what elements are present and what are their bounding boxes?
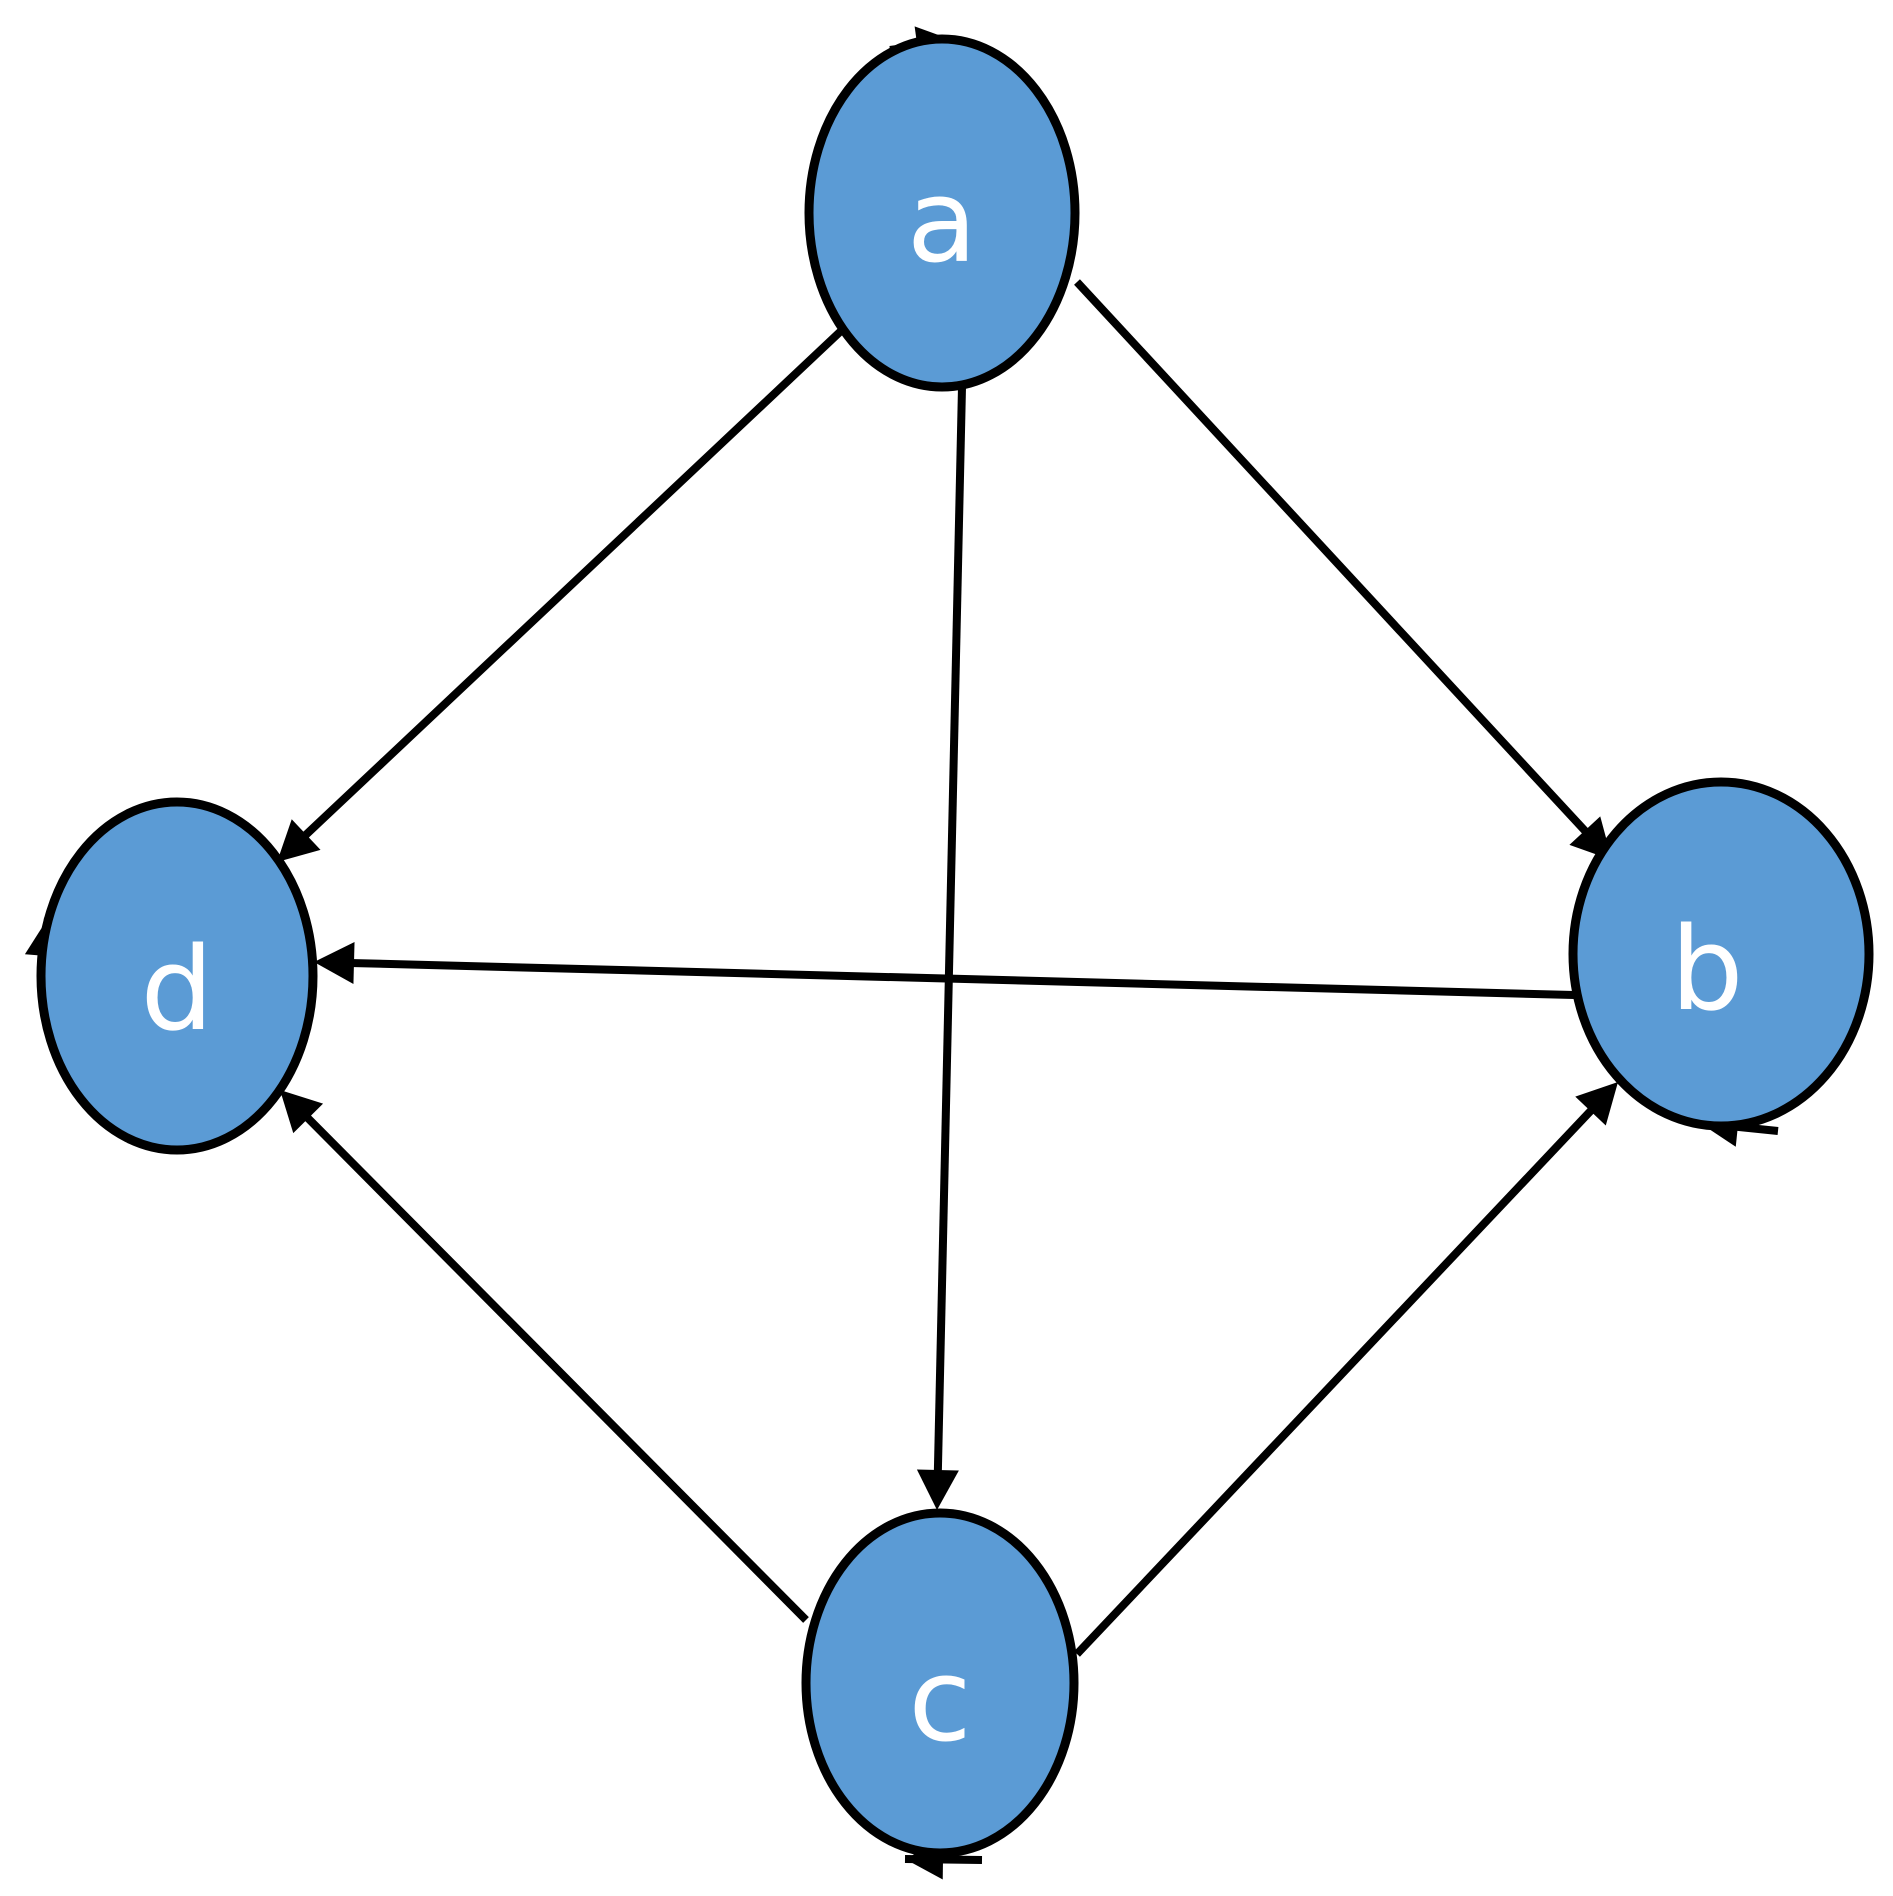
- node-d-shape: [36, 797, 318, 1155]
- node-c: c: [801, 1508, 1079, 1858]
- node-b-shape: [1568, 777, 1874, 1131]
- edge-b-d: [314, 942, 1575, 999]
- edge-c-d: [280, 1090, 809, 1623]
- edge-c-d-arrowhead: [280, 1090, 324, 1134]
- node-c-label: c: [908, 1634, 971, 1768]
- node-layer: a b c d: [36, 34, 1874, 1858]
- edge-layer: [24, 26, 1779, 1880]
- edge-a-d-arrowhead: [277, 819, 321, 862]
- edge-a-c-arrowhead: [916, 1469, 959, 1510]
- node-a: a: [804, 34, 1080, 392]
- node-b-label: b: [1671, 903, 1744, 1037]
- node-d: d: [36, 797, 318, 1155]
- edge-c-b-line: [1074, 1105, 1597, 1657]
- edge-a-c: [916, 386, 966, 1510]
- node-a-shape: [804, 34, 1080, 392]
- edge-a-b-line: [1074, 279, 1591, 837]
- edge-b-d-arrowhead: [314, 942, 355, 985]
- edge-a-d: [277, 327, 845, 862]
- node-c-shape: [801, 1508, 1079, 1858]
- node-a-label: a: [907, 155, 977, 289]
- edge-a-d-line: [300, 327, 845, 841]
- node-b: b: [1568, 777, 1874, 1131]
- node-d-label: d: [141, 923, 214, 1057]
- edge-c-d-line: [302, 1112, 809, 1623]
- edge-b-d-line: [349, 958, 1575, 999]
- edge-a-c-line: [933, 386, 966, 1475]
- edge-a-b: [1074, 279, 1612, 860]
- edge-c-b: [1074, 1082, 1618, 1657]
- edge-c-b-arrowhead: [1575, 1082, 1618, 1126]
